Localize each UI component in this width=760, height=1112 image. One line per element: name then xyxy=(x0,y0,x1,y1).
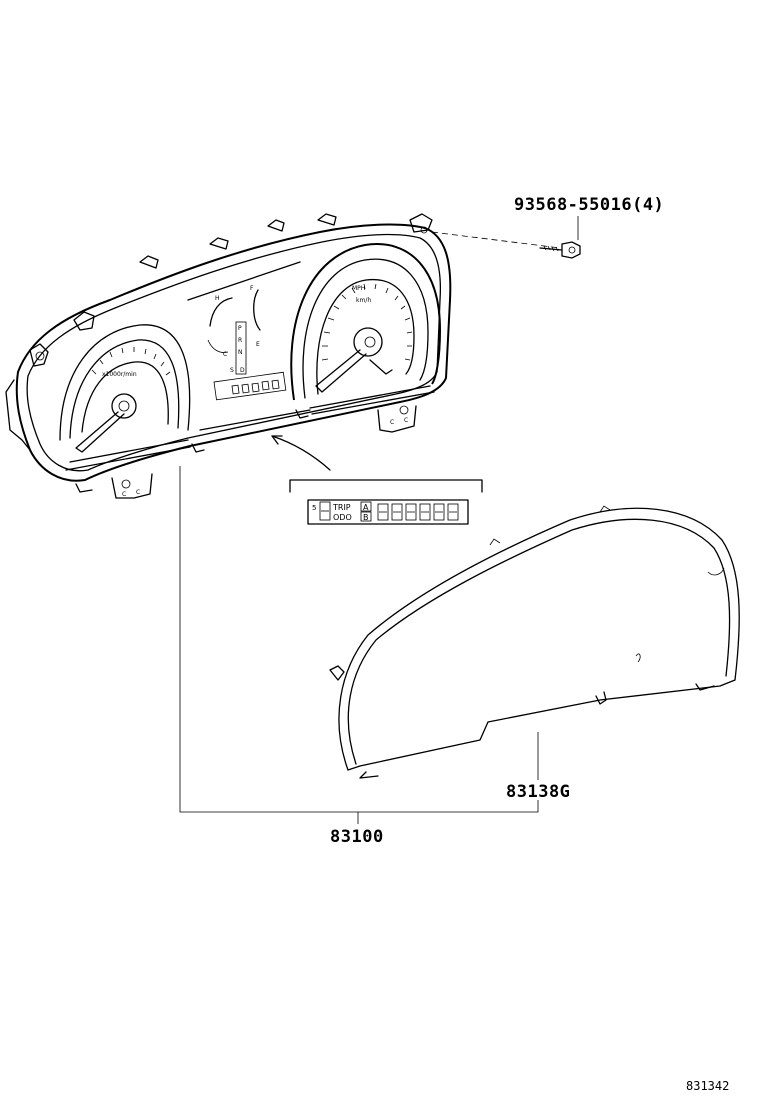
shift-d: D xyxy=(240,367,245,374)
shift-n: N xyxy=(238,349,243,356)
lens-part-number: 83138G xyxy=(506,782,570,802)
detail-arrow xyxy=(271,435,331,471)
box-a-label: A xyxy=(363,503,369,512)
odometer-detail: 5 TRIP ODO A B xyxy=(289,479,483,525)
speed-unit-kmh: km/h xyxy=(356,297,371,304)
diagram-reference: 831342 xyxy=(686,1079,729,1093)
detail-digit-label: 5 xyxy=(312,504,316,512)
lcd-segment-digits xyxy=(377,503,459,521)
temp-cold-label: C xyxy=(223,351,227,358)
temp-hot-label: H xyxy=(215,295,220,302)
shift-s: S xyxy=(230,367,234,374)
svg-text:C: C xyxy=(404,417,408,424)
speed-unit-mph: MPH xyxy=(352,285,365,292)
odo-label: ODO xyxy=(333,513,352,522)
svg-text:C: C xyxy=(136,489,140,496)
cluster-lens xyxy=(329,505,740,779)
fuel-full-label: F xyxy=(250,285,254,292)
box-b-label: B xyxy=(363,513,369,522)
screw-icon xyxy=(431,231,581,259)
shift-r: R xyxy=(238,337,242,344)
instrument-cluster: x1000r/min H C F E P R N S D xyxy=(5,213,452,499)
screw-part-number: 93568-55016(4) xyxy=(514,195,664,215)
shift-p: P xyxy=(238,325,242,332)
fuel-empty-label: E xyxy=(256,341,260,348)
meter-assy-part-number: 83100 xyxy=(330,827,384,847)
assembly-bracket xyxy=(179,466,539,813)
svg-text:C: C xyxy=(390,419,394,426)
trip-label: TRIP xyxy=(332,503,351,512)
svg-text:C: C xyxy=(122,491,126,498)
svg-text:x1000r/min: x1000r/min xyxy=(102,371,137,378)
